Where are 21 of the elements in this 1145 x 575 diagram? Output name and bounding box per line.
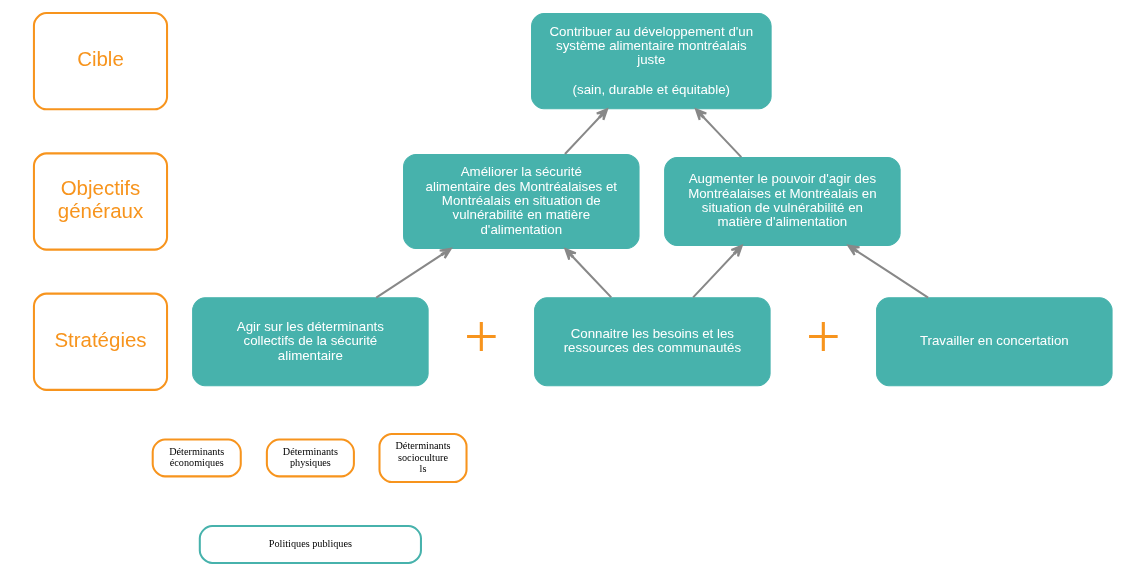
node-box: Stratégies (32, 292, 168, 391)
node-box: Déterminants physiques (265, 438, 355, 477)
node-box: Contribuer au développement d'un système alimentaire montréalais juste (sain, durable et équitable) (530, 12, 772, 109)
node-box: Connaitre les besoins et les ressources des communautés (533, 296, 771, 386)
label: + (805, 301, 841, 370)
node-box: Travailler en concertation (875, 296, 1113, 386)
node-box: Améliorer la sécurité alimentaire des Montréalaises et Montréalais en situation de vulnérabilité en matière d'alimentation (402, 153, 640, 249)
node-box: Déterminants socioculturels (377, 432, 468, 483)
arrow (691, 244, 743, 298)
node-box: Déterminants économiques (151, 438, 242, 477)
node-box: Agir sur les déterminants collectifs de la sécurité alimentaire (191, 296, 429, 386)
arrow (563, 107, 608, 155)
node-box: Politiques publiques (198, 524, 422, 564)
node-box: Augmenter le pouvoir d'agir des Montréalaises et Montréalais en situation de vulnérabilité en matière d'alimentation (663, 156, 901, 246)
arrow (694, 107, 742, 158)
arrow (846, 244, 929, 298)
label: + (463, 301, 499, 370)
arrow (563, 247, 612, 298)
arrow (375, 247, 452, 298)
node-box: Objectifs généraux (32, 151, 168, 251)
node-box: Cible (32, 11, 168, 110)
